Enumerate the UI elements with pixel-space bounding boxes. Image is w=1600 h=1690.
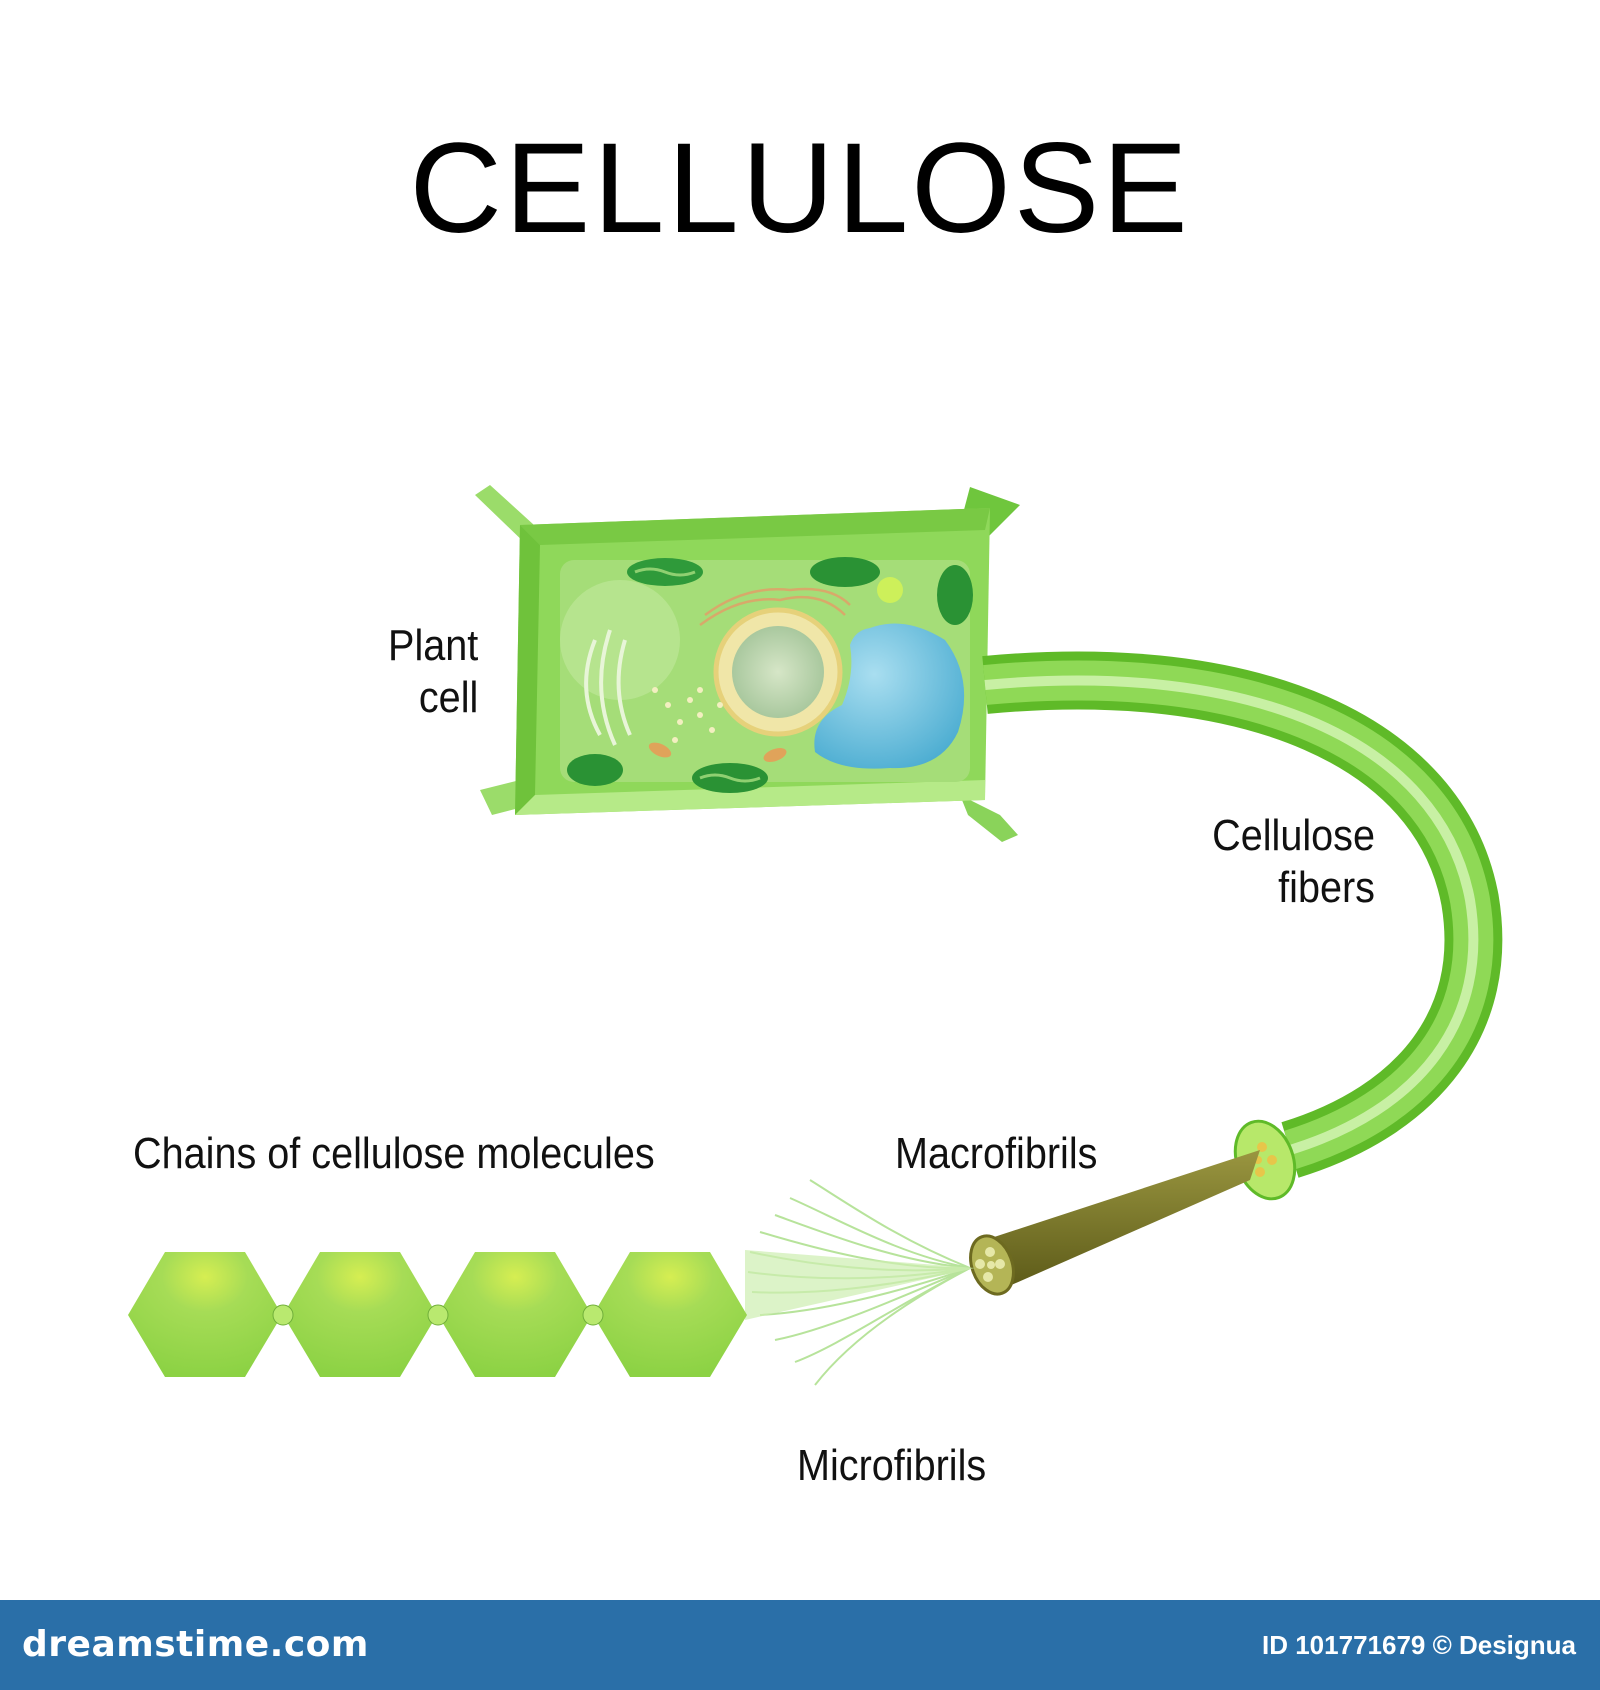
page-title: CELLULOSE xyxy=(409,117,1191,260)
label-cellulose-fibers: Cellulose fibers xyxy=(1212,810,1375,914)
macrofibril xyxy=(969,1150,1260,1296)
label-chains: Chains of cellulose molecules xyxy=(133,1129,655,1178)
label-microfibrils: Microfibrils xyxy=(797,1441,987,1490)
label-cellulose-fibers-line1: Cellulose xyxy=(1212,811,1375,860)
chloroplast xyxy=(567,754,623,786)
glucose-ring xyxy=(128,1252,282,1377)
cellulose-chain xyxy=(128,1250,975,1377)
glucose-ring xyxy=(593,1252,747,1377)
label-plant-cell-line1: Plant xyxy=(387,621,478,670)
glycosidic-bond xyxy=(272,1304,604,1326)
plant-cell xyxy=(475,485,1020,842)
vacuole xyxy=(814,623,965,769)
footer-credit: ID 101771679 © Designua xyxy=(1262,1630,1576,1660)
label-macrofibrils: Macrofibrils xyxy=(895,1129,1098,1178)
footer-brand[interactable]: dreamstime.com xyxy=(22,1624,369,1665)
label-plant-cell: Plant cell xyxy=(388,620,478,724)
label-plant-cell-line2: cell xyxy=(418,672,478,722)
glucose-ring xyxy=(283,1252,437,1377)
footer-bar: dreamstime.com ID 101771679 © Designua xyxy=(0,1600,1600,1690)
chloroplast xyxy=(937,565,973,625)
cellulose-diagram xyxy=(128,485,1503,1386)
glucose-ring xyxy=(438,1252,592,1377)
label-cellulose-fibers-line2: fibers xyxy=(1278,862,1375,912)
cellulose-fiber xyxy=(982,651,1503,1201)
chloroplast xyxy=(810,557,880,587)
